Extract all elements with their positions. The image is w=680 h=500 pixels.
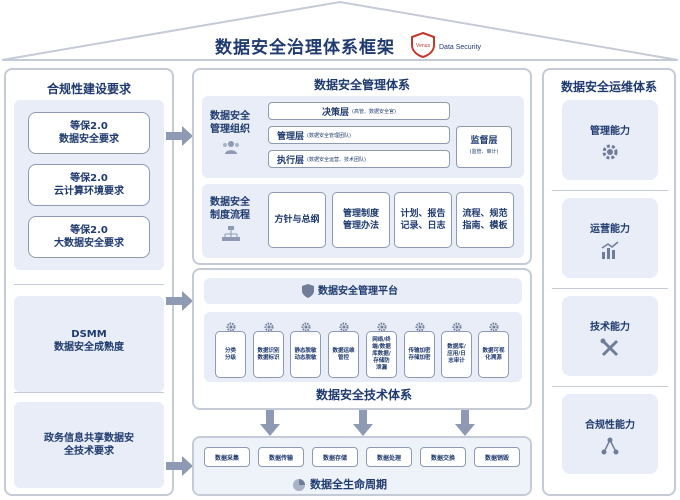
technical-title: 数据安全技术体系 xyxy=(315,388,412,402)
ops-management: 管理能力 xyxy=(562,100,658,180)
platform-shield-icon xyxy=(302,284,314,298)
lifecycle-title: 数据全生命周期 xyxy=(310,478,387,491)
ops-compliance: 合规性能力 xyxy=(562,394,658,474)
process-item-2: 管理制度 管理办法 xyxy=(332,192,390,248)
arrow-compliance-to-management xyxy=(166,126,193,146)
supervise-layer: 监督层(监管、审计) xyxy=(456,126,512,168)
tech-column-8: 数据可视 化溯源 xyxy=(478,331,509,378)
operations-title: 数据安全运维体系 xyxy=(560,80,657,94)
gear-icon xyxy=(339,322,349,332)
gear-icon xyxy=(415,322,425,332)
lifecycle-item-3: 数据存储 xyxy=(312,447,358,467)
process-item-1: 方针与总纲 xyxy=(268,192,326,248)
org-chart-icon xyxy=(222,226,240,241)
compliance-panel: 合规性建设要求 等保2.0 数据安全要求 等保2.0 云计算环境要求 等保2.0… xyxy=(4,68,174,496)
tech-column-7: 数据库/ 应用/日 志审计 xyxy=(441,331,472,378)
gear-icon xyxy=(377,322,387,332)
decision-layer: 决策层(高管、数据安全官) xyxy=(268,102,450,120)
lifecycle-bg xyxy=(194,438,530,494)
gear-icon xyxy=(489,322,499,332)
page-title: 数据安全治理体系框架 xyxy=(215,38,395,58)
process-item-4: 流程、规范 指南、模板 xyxy=(456,192,514,248)
process-label: 数据安全 制度流程 xyxy=(210,197,250,221)
arrow-down-1 xyxy=(260,410,280,436)
tech-column-2: 数据识别 数据标识 xyxy=(253,331,284,378)
tech-column-3: 静态脱敏 动态脱敏 xyxy=(290,331,321,378)
platform-label: 数据安全管理平台 xyxy=(318,286,398,297)
arrow-down-3 xyxy=(455,410,475,436)
gear-icon xyxy=(301,322,311,332)
compliance-divider-2 xyxy=(14,392,164,393)
gear-icon xyxy=(226,322,236,332)
tech-column-1: 分类 分级 xyxy=(215,331,246,378)
gear-icon xyxy=(452,322,462,332)
org-label: 数据安全 管理组织 xyxy=(210,111,250,135)
gov-label: 政务信息共享数据安 全技术要求 xyxy=(44,433,134,457)
lifecycle-item-5: 数据交换 xyxy=(420,447,466,467)
arrow-dsmm-to-technical xyxy=(166,291,193,311)
compliance-item-1: 等保2.0 数据安全要求 xyxy=(28,112,150,154)
arrow-down-2 xyxy=(353,410,373,436)
lifecycle-item-6: 数据销毁 xyxy=(474,447,520,467)
manage-layer: 管理层(数据安全管理团队) xyxy=(268,126,450,144)
ops-divider-2 xyxy=(552,288,668,289)
lifecycle-item-1: 数据采集 xyxy=(204,447,250,467)
platform-bar xyxy=(204,278,522,304)
brand-logo: Venus Data Security xyxy=(410,32,481,58)
gear-icon xyxy=(264,322,274,332)
lifecycle-panel xyxy=(192,436,532,496)
ops-technology: 技术能力 xyxy=(562,296,658,376)
ops-divider-1 xyxy=(552,190,668,191)
execute-layer: 执行层(数据安全运营、技术团队) xyxy=(268,150,450,168)
compliance-item-2: 等保2.0 云计算环境要求 xyxy=(28,164,150,206)
tech-column-5: 网络/终 端/数据 库数据/ 存储防 泄漏 xyxy=(366,331,397,378)
network-icon xyxy=(601,437,619,455)
tech-tools-section xyxy=(204,312,522,382)
pie-chart-icon xyxy=(293,479,305,491)
lifecycle-item-2: 数据传输 xyxy=(258,447,304,467)
management-panel: 数据安全管理体系 数据安全 管理组织 决策层(高管、数据安全官) 管理层(数据安… xyxy=(192,68,532,265)
dsmm-label: DSMM 数据安全成熟度 xyxy=(54,329,124,353)
dsmm-box xyxy=(14,296,164,392)
ops-divider-3 xyxy=(552,386,668,387)
logo-text: Data Security xyxy=(439,43,482,51)
tech-column-6: 传输加密 存储加密 xyxy=(404,331,435,378)
compliance-item-3: 等保2.0 大数据安全要求 xyxy=(28,216,150,258)
shield-logo-icon: Venus xyxy=(411,32,435,58)
management-title: 数据安全管理体系 xyxy=(313,78,410,92)
gear-icon xyxy=(602,144,618,160)
team-icon xyxy=(223,141,239,154)
gov-box xyxy=(14,402,164,488)
technical-panel: 数据安全管理平台 数据安全技术体系 xyxy=(192,268,532,410)
lifecycle-item-4: 数据处理 xyxy=(366,447,412,467)
tools-icon xyxy=(600,338,619,357)
logo-shield-text: Venus xyxy=(416,43,430,49)
ops-operation: 运营能力 xyxy=(562,198,658,278)
tech-column-4: 数据运维 管控 xyxy=(328,331,359,378)
arrow-gov-to-lifecycle xyxy=(166,456,193,476)
chart-icon xyxy=(601,241,619,259)
compliance-title: 合规性建设要求 xyxy=(46,82,131,96)
process-item-3: 计划、报告 记录、日志 xyxy=(394,192,452,248)
compliance-divider-1 xyxy=(14,284,164,285)
